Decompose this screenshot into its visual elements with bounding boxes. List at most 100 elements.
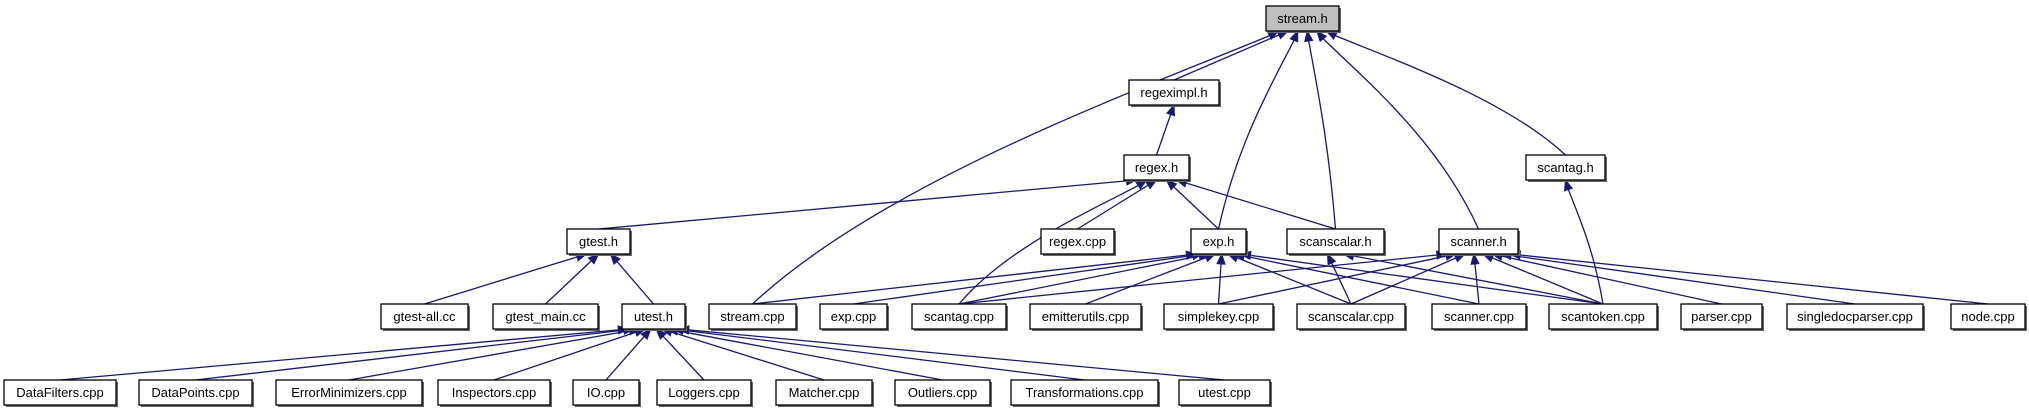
edge-line bbox=[1236, 257, 1352, 305]
edge-gtest-main-cc-to-gtest-h bbox=[545, 253, 600, 305]
edge-loggers-cpp-to-utest-h bbox=[655, 328, 705, 381]
edge-line bbox=[752, 254, 1187, 305]
edge-exp-h-to-stream-h bbox=[1217, 29, 1299, 230]
node-label: gtest-all.cc bbox=[393, 309, 456, 324]
node-inspectors-cpp[interactable]: Inspectors.cpp bbox=[437, 379, 552, 407]
node-scanscalar-h[interactable]: scanscalar.h bbox=[1286, 228, 1386, 256]
edge-scanscalar-h-to-regex-h bbox=[1175, 178, 1336, 230]
node-matcher-cpp[interactable]: Matcher.cpp bbox=[775, 379, 874, 407]
node-label: IO.cpp bbox=[587, 385, 625, 400]
node-box bbox=[1286, 228, 1385, 255]
node-stream-cpp[interactable]: stream.cpp bbox=[708, 303, 798, 331]
node-box bbox=[656, 379, 752, 406]
node-box bbox=[1438, 228, 1519, 255]
node-box bbox=[3, 379, 117, 406]
edge-gtest-h-to-regex-h bbox=[598, 176, 1138, 230]
node-datafilters-cpp[interactable]: DataFilters.cpp bbox=[3, 379, 118, 407]
node-outliers-cpp[interactable]: Outliers.cpp bbox=[894, 379, 992, 407]
node-box bbox=[1163, 303, 1274, 330]
node-loggers-cpp[interactable]: Loggers.cpp bbox=[656, 379, 753, 407]
node-node-cpp[interactable]: node.cpp bbox=[1950, 303, 2027, 331]
node-singledocparser-cpp[interactable]: singledocparser.cpp bbox=[1786, 303, 1925, 331]
node-label: singledocparser.cpp bbox=[1797, 309, 1913, 324]
node-utest-cpp[interactable]: utest.cpp bbox=[1178, 379, 1272, 407]
edge-scanner-cpp-to-scanner-h bbox=[1470, 252, 1480, 305]
arrowhead-icon bbox=[1304, 29, 1314, 43]
node-box bbox=[911, 303, 1007, 330]
node-box bbox=[1010, 379, 1159, 406]
node-label: simplekey.cpp bbox=[1178, 309, 1259, 324]
node-box bbox=[621, 303, 686, 330]
node-box bbox=[1029, 303, 1142, 330]
node-exp-h[interactable]: exp.h bbox=[1190, 228, 1248, 256]
node-transformations-cpp[interactable]: Transformations.cpp bbox=[1010, 379, 1160, 407]
node-label: Matcher.cpp bbox=[789, 385, 860, 400]
node-gtest-all-cc[interactable]: gtest-all.cc bbox=[380, 303, 470, 331]
node-label: utest.h bbox=[634, 309, 673, 324]
node-box bbox=[819, 303, 888, 330]
node-exp-cpp[interactable]: exp.cpp bbox=[819, 303, 889, 331]
edge-line bbox=[1501, 255, 1722, 305]
node-datapoints-cpp[interactable]: DataPoints.cpp bbox=[138, 379, 254, 407]
edge-line bbox=[59, 329, 619, 381]
arrowhead-icon bbox=[609, 252, 621, 266]
node-regex-cpp[interactable]: regex.cpp bbox=[1040, 228, 1116, 256]
arrowhead-icon bbox=[655, 328, 667, 340]
edge-line bbox=[958, 255, 1200, 305]
edge-stream-cpp-to-stream-h bbox=[752, 30, 1280, 305]
edge-regeximpl-h-to-stream-h bbox=[1173, 30, 1290, 81]
edge-scantag-h-to-stream-h bbox=[1325, 30, 1566, 156]
edge-line bbox=[752, 35, 1270, 305]
node-box bbox=[138, 379, 253, 406]
node-scantag-cpp[interactable]: scantag.cpp bbox=[911, 303, 1008, 331]
edge-line bbox=[545, 260, 592, 305]
node-box bbox=[1431, 303, 1527, 330]
node-errorminimizers-cpp[interactable]: ErrorMinimizers.cpp bbox=[275, 379, 424, 407]
node-gtest-h[interactable]: gtest.h bbox=[566, 228, 632, 256]
node-simplekey-cpp[interactable]: simplekey.cpp bbox=[1163, 303, 1275, 331]
node-scantag-h[interactable]: scantag.h bbox=[1525, 154, 1607, 182]
node-box bbox=[1296, 303, 1406, 330]
node-label: regex.h bbox=[1135, 160, 1178, 175]
node-emitterutils-cpp[interactable]: emitterutils.cpp bbox=[1029, 303, 1143, 331]
edge-outliers-cpp-to-utest-h bbox=[666, 326, 943, 381]
node-label: scanscalar.h bbox=[1299, 234, 1371, 249]
edge-regex-cpp-to-regex-h bbox=[1077, 179, 1158, 230]
edge-regex-h-to-regeximpl-h bbox=[1155, 103, 1176, 156]
node-label: DataPoints.cpp bbox=[151, 385, 239, 400]
node-stream-h[interactable]: stream.h bbox=[1265, 5, 1341, 33]
node-label: Transformations.cpp bbox=[1025, 385, 1143, 400]
edge-line bbox=[1173, 186, 1219, 230]
node-box bbox=[1128, 79, 1220, 106]
node-label: Loggers.cpp bbox=[668, 385, 740, 400]
node-label: exp.h bbox=[1203, 234, 1235, 249]
node-io-cpp[interactable]: IO.cpp bbox=[572, 379, 641, 407]
arrowhead-icon bbox=[1470, 252, 1480, 265]
node-scanner-cpp[interactable]: scanner.cpp bbox=[1431, 303, 1528, 331]
edge-line bbox=[1519, 254, 1989, 305]
node-box bbox=[437, 379, 551, 406]
node-regex-h[interactable]: regex.h bbox=[1123, 154, 1191, 182]
node-label: parser.cpp bbox=[1691, 309, 1752, 324]
node-scantoken-cpp[interactable]: scantoken.cpp bbox=[1548, 303, 1659, 331]
edge-datafilters-cpp-to-utest-h bbox=[59, 325, 630, 381]
node-utest-h[interactable]: utest.h bbox=[621, 303, 687, 331]
node-label: Inspectors.cpp bbox=[452, 385, 537, 400]
arrowhead-icon bbox=[640, 327, 652, 341]
edge-line bbox=[688, 329, 1225, 381]
node-scanscalar-cpp[interactable]: scanscalar.cpp bbox=[1296, 303, 1407, 331]
arrowhead-icon bbox=[1326, 252, 1337, 266]
edge-scantoken-cpp-to-exp-h bbox=[1239, 250, 1604, 305]
arrowhead-icon bbox=[1166, 103, 1176, 117]
node-gtest-main-cc[interactable]: gtest_main.cc bbox=[492, 303, 600, 331]
edge-stream-cpp-to-exp-h bbox=[752, 250, 1198, 305]
node-regeximpl-h[interactable]: regeximpl.h bbox=[1128, 79, 1221, 107]
edge-line bbox=[493, 331, 636, 381]
node-scanner-h[interactable]: scanner.h bbox=[1438, 228, 1520, 256]
arrowhead-icon bbox=[1289, 29, 1299, 43]
node-parser-cpp[interactable]: parser.cpp bbox=[1680, 303, 1764, 331]
edge-line bbox=[1353, 255, 1604, 305]
arrowhead-icon bbox=[1564, 178, 1574, 192]
node-label: node.cpp bbox=[1961, 309, 2015, 324]
node-box bbox=[275, 379, 423, 406]
